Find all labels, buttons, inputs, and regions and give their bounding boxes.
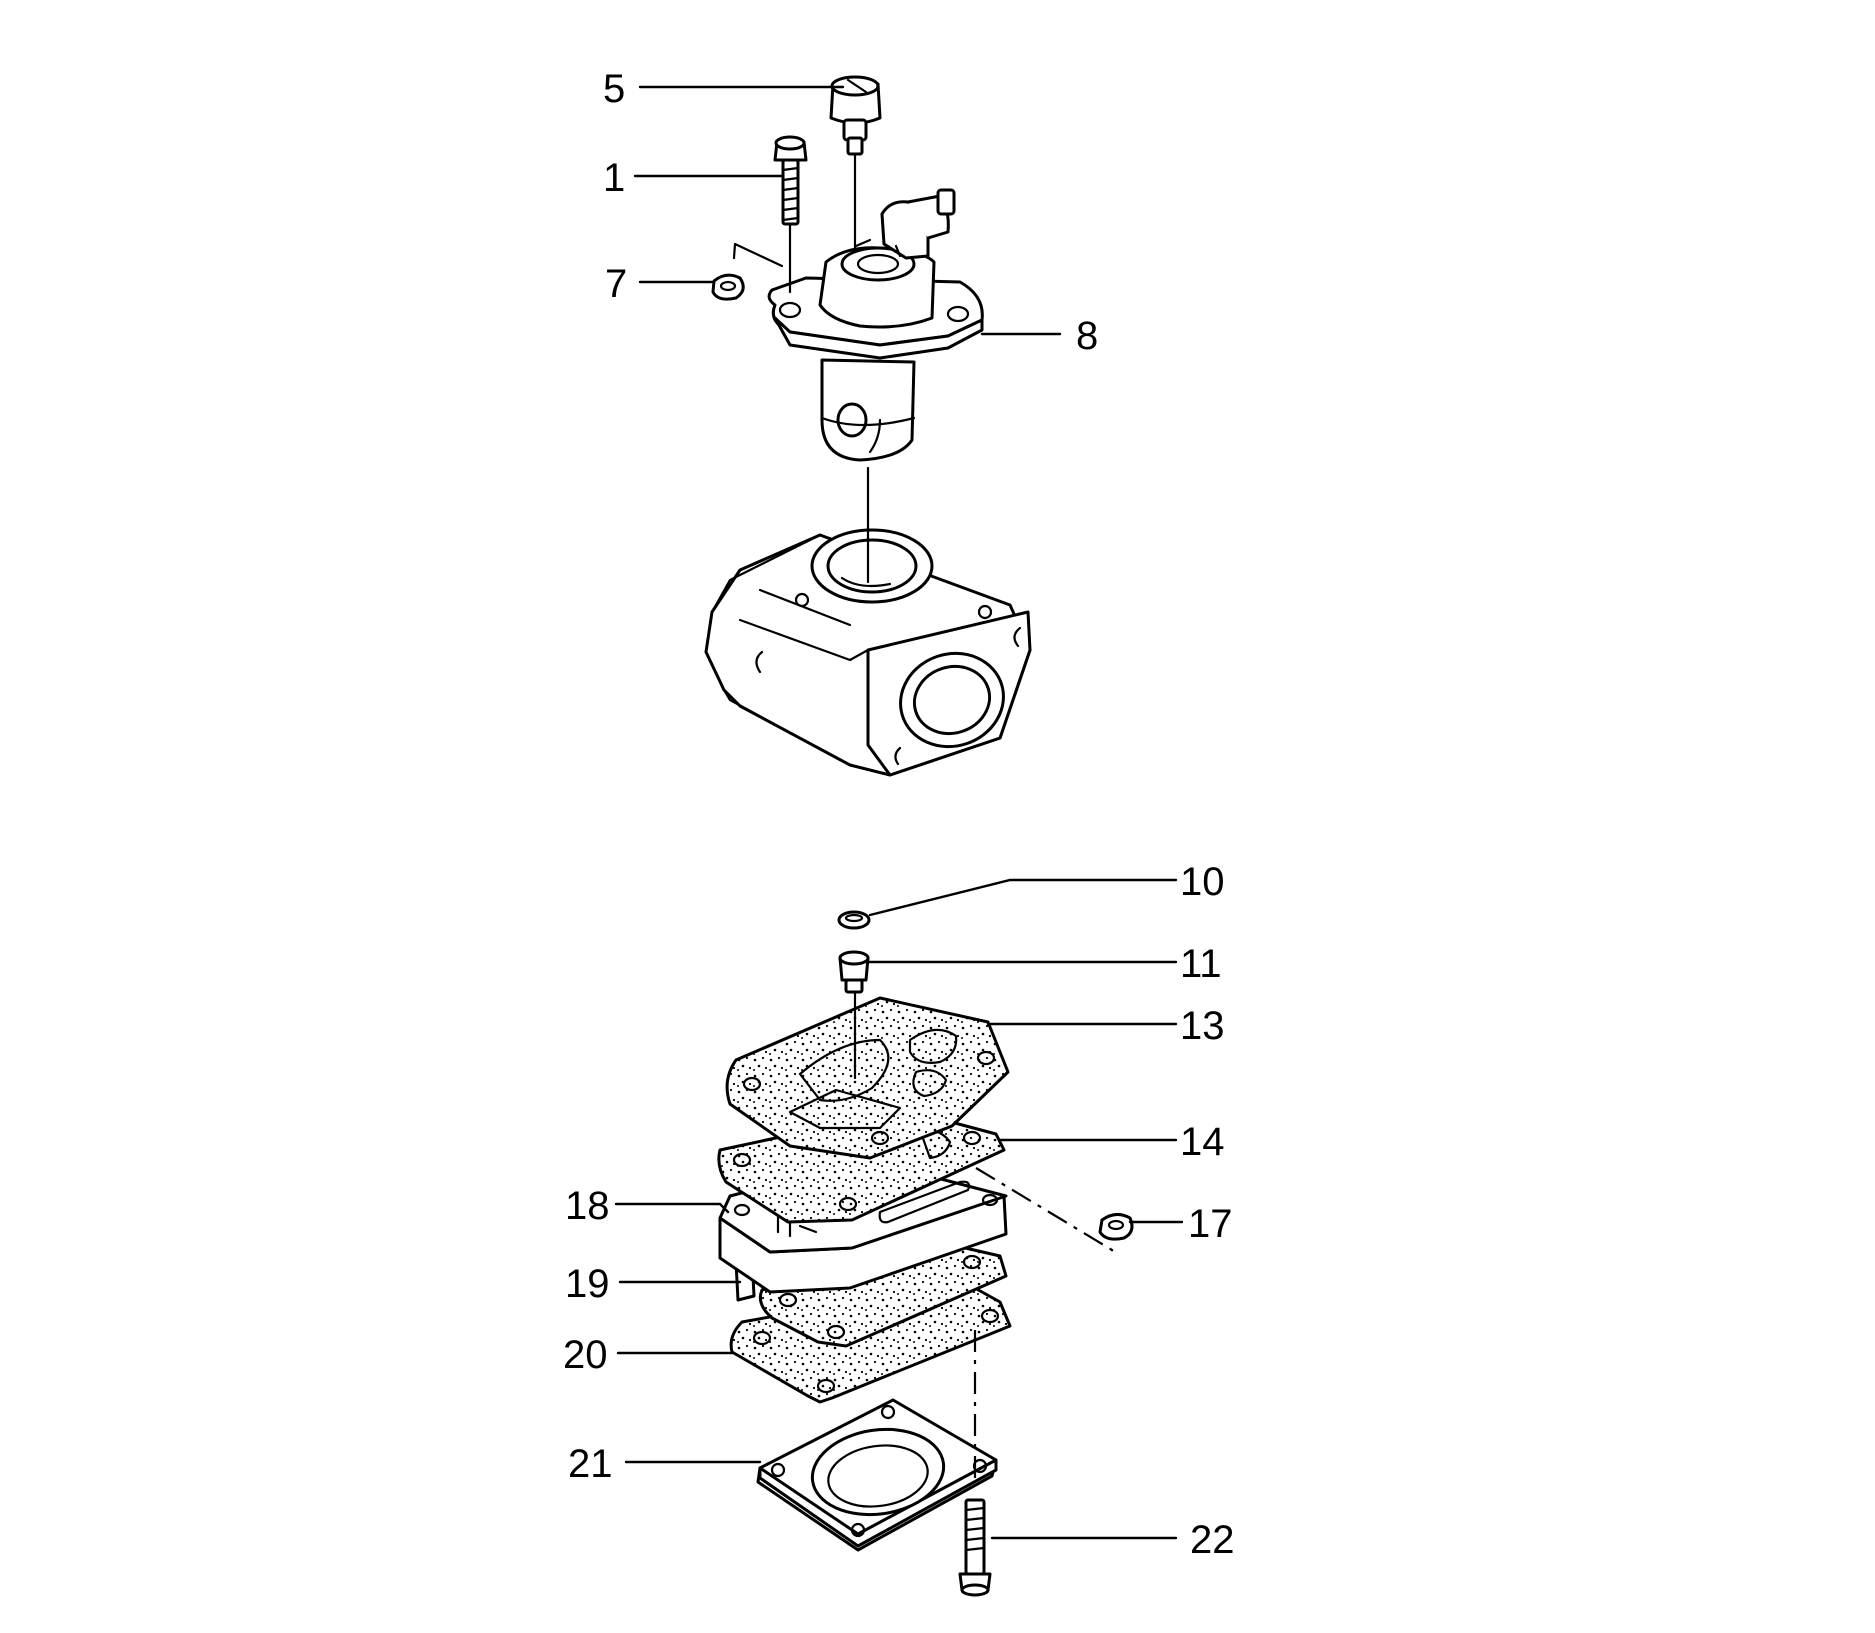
callout-20: 20	[563, 1333, 608, 1377]
upper-leader-lines	[633, 85, 1062, 584]
callout-5: 5	[603, 67, 625, 111]
part-8-pump-housing	[767, 188, 984, 462]
callout-8: 8	[1076, 314, 1098, 358]
part-7-nut	[711, 273, 745, 301]
part-11-valve-plug	[838, 950, 870, 994]
part-10-o-ring	[837, 910, 871, 930]
part-17-nut	[1098, 1213, 1134, 1241]
lower-leader-lines	[614, 878, 1184, 1540]
callout-11: 11	[1180, 942, 1222, 986]
callout-14: 14	[1180, 1120, 1225, 1164]
callout-22: 22	[1190, 1518, 1235, 1562]
callout-1: 1	[603, 156, 625, 200]
part-13-gasket	[725, 996, 1010, 1160]
callout-labels: 5 1 7 8 10 11 13 14 17 18 19 20 21 22	[563, 67, 1235, 1562]
callout-13: 13	[1180, 1004, 1225, 1048]
part-1-bolt	[773, 135, 808, 226]
cylinder-block	[704, 528, 1032, 777]
callout-18: 18	[565, 1184, 610, 1228]
part-21-cover-plate	[756, 1398, 998, 1552]
callout-10: 10	[1180, 860, 1225, 904]
callout-17: 17	[1188, 1202, 1233, 1246]
callout-19: 19	[565, 1262, 610, 1306]
callout-7: 7	[605, 262, 627, 306]
callout-21: 21	[568, 1442, 613, 1486]
part-22-bolt	[958, 1498, 992, 1597]
part-5-plug-screw	[829, 75, 882, 156]
